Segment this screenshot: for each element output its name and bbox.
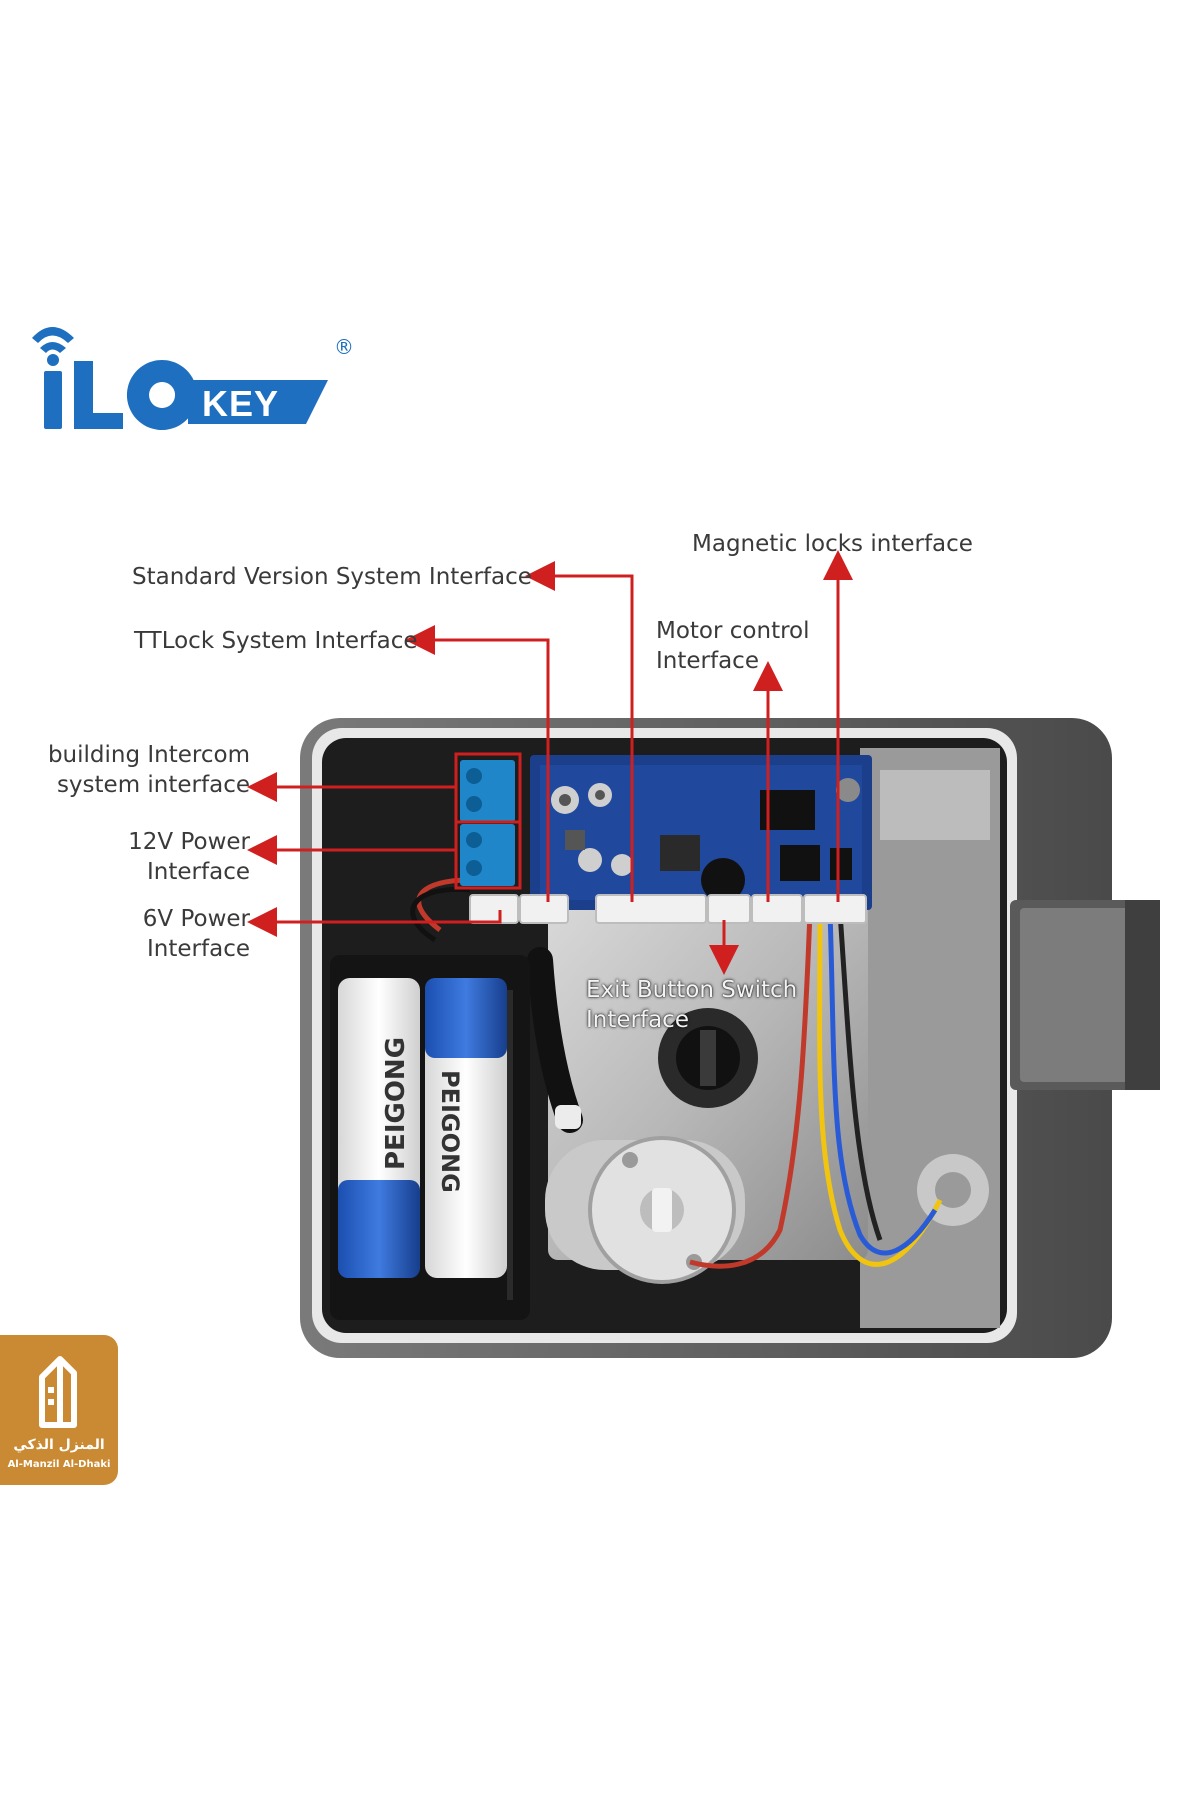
label-intercom: building Intercom system interface xyxy=(48,740,250,800)
label-ttlock: TTLock System Interface xyxy=(134,628,418,654)
dc-motor xyxy=(545,1136,745,1284)
ilokey-logo: KEY ® xyxy=(32,327,352,430)
label-exit-button: Exit Button Switch Interface xyxy=(586,975,797,1035)
label-12v-power: 12V Power Interface xyxy=(128,827,250,887)
connector-row xyxy=(469,894,867,924)
label-standard-version: Standard Version System Interface xyxy=(132,564,532,590)
label-6v-power: 6V Power Interface xyxy=(143,904,250,964)
wiring xyxy=(410,877,943,1269)
label-12v-power-line1: 12V Power xyxy=(128,829,250,855)
badge-english-name: Al-Manzil Al-Dhaki xyxy=(7,1459,111,1470)
label-intercom-line2: system interface xyxy=(56,772,250,798)
label-6v-power-line1: 6V Power xyxy=(142,906,250,932)
label-motor-control-line1: Motor control xyxy=(656,618,810,644)
battery-brand-label: PEIGONG xyxy=(436,1070,464,1193)
label-12v-power-line2: Interface xyxy=(147,859,250,885)
label-magnetic-locks: Magnetic locks interface xyxy=(692,531,973,557)
wifi-icon xyxy=(32,327,74,343)
label-motor-control-line2: Interface xyxy=(656,648,759,674)
label-motor-control: Motor control Interface xyxy=(656,616,810,676)
screw-terminals xyxy=(454,752,522,890)
building-logo-icon xyxy=(39,1356,77,1428)
callout-lines xyxy=(247,550,853,975)
label-intercom-line1: building Intercom xyxy=(47,742,250,768)
svg-text:KEY: KEY xyxy=(202,383,279,424)
battery-1: PEIGONG xyxy=(338,978,420,1278)
battery-brand-label: PEIGONG xyxy=(381,1037,411,1170)
battery-2: PEIGONG xyxy=(425,978,507,1278)
battery-holder: PEIGONG PEIGONG xyxy=(330,955,530,1320)
latch-bolt xyxy=(1010,900,1160,1090)
badge-arabic-name: المنزل الذكي xyxy=(13,1437,105,1453)
control-pcb xyxy=(530,755,872,910)
label-exit-button-line2: Interface xyxy=(586,1007,689,1033)
label-exit-button-line1: Exit Button Switch xyxy=(586,977,798,1003)
store-badge: المنزل الذكي Al-Manzil Al-Dhaki xyxy=(0,1335,118,1485)
registered-mark: ® xyxy=(334,335,352,359)
label-6v-power-line2: Interface xyxy=(147,936,250,962)
